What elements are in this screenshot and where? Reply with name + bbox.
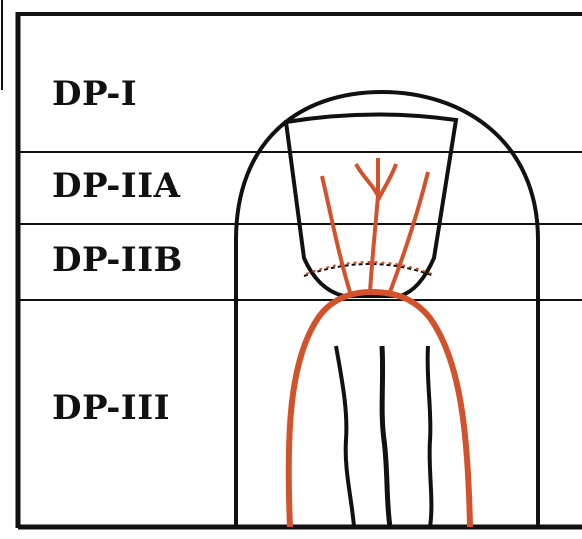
zone-label-dp2b: DP-IIB <box>52 240 183 280</box>
vein-left <box>336 346 354 527</box>
artery-branch-right <box>390 172 428 292</box>
zone-label-dp1: DP-I <box>52 74 137 114</box>
artery-branch-left <box>322 176 350 292</box>
zone-label-dp3: DP-III <box>52 388 170 428</box>
vessel-loop <box>289 292 470 527</box>
artery-branch-center-right <box>378 164 396 200</box>
vein-center <box>382 346 390 527</box>
vein-right <box>428 346 432 527</box>
zone-label-dp2a: DP-IIA <box>52 166 181 206</box>
lunula-arc <box>304 264 434 276</box>
artery-branch-center <box>356 164 378 292</box>
